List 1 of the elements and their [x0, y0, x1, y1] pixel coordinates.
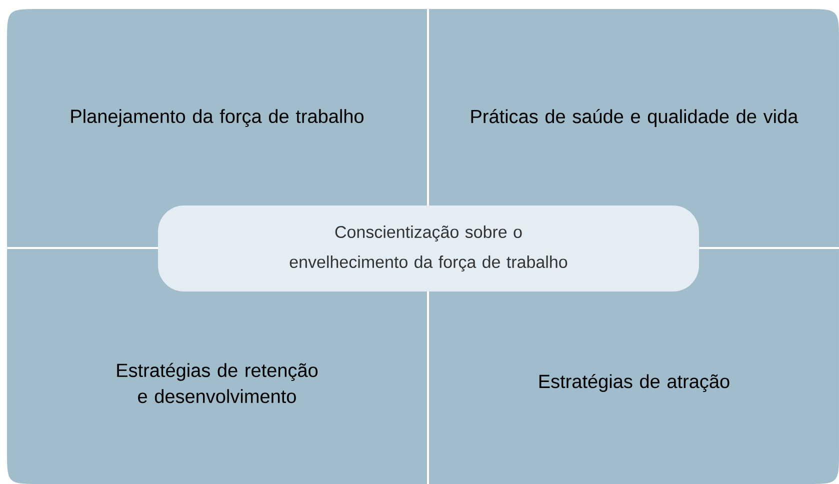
center-pill: Conscientização sobre o envelhecimento da força de trabalho: [158, 206, 699, 292]
